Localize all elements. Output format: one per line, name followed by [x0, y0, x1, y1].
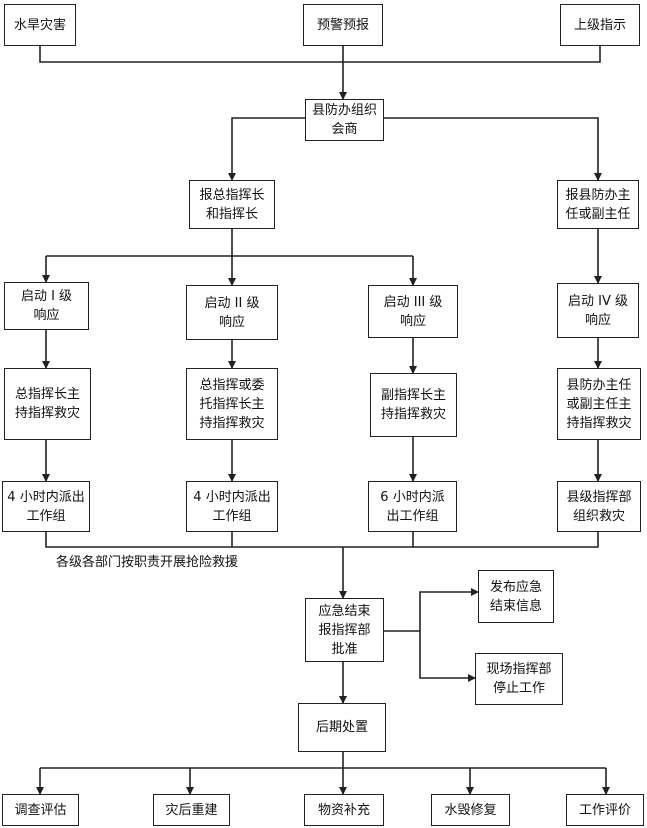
edge-team3-merge [343, 532, 414, 548]
node-rebuild: 灾后重建 [153, 794, 230, 826]
node-command-4: 县防办主任 或副主任主 持指挥救灾 [557, 368, 641, 440]
edge-branch-publish [419, 588, 479, 631]
edge-branch-stop [419, 631, 476, 682]
node-consult: 县防办组织 会商 [305, 99, 384, 141]
edge-consult-chief [228, 117, 305, 181]
node-evaluation: 工作评价 [566, 794, 644, 826]
node-level-2: 启动 II 级 响应 [186, 285, 278, 340]
node-command-1: 总指挥长主 持指挥救灾 [4, 368, 91, 440]
node-level-4: 启动 IV 级 响应 [557, 283, 639, 338]
node-superior: 上级指示 [560, 4, 640, 46]
node-supplies: 物资补充 [304, 794, 384, 826]
node-survey: 调查评估 [2, 794, 79, 826]
node-publish-end: 发布应急 结束信息 [478, 570, 554, 623]
node-team-2: 4 小时内派出 工作组 [186, 481, 278, 532]
node-level-1: 启动 I 级 响应 [4, 282, 89, 330]
edge-consult-director [384, 117, 602, 181]
edge-team4-merge [413, 532, 599, 548]
node-command-3: 副指挥长主 持指挥救灾 [370, 373, 457, 437]
edge-superior-merge [343, 46, 601, 63]
node-team-4: 县级指挥部 组织救灾 [557, 481, 641, 532]
node-repair: 水毁修复 [431, 794, 510, 826]
rescue-label: 各级各部门按职责开展抢险救援 [56, 555, 239, 570]
node-command-2: 总指挥或委 托指挥长主 持指挥救灾 [186, 368, 278, 440]
node-end-approval: 应急结束 报指挥部 批准 [305, 598, 384, 662]
node-aftermath: 后期处置 [298, 703, 386, 752]
node-disaster: 水旱灾害 [4, 4, 76, 46]
node-report-director: 报县防办主 任或副主任 [557, 180, 639, 229]
node-team-3: 6 小时内派 出工作组 [368, 481, 457, 532]
node-team-1: 4 小时内派出 工作组 [2, 481, 90, 532]
node-level-3: 启动 III 级 响应 [368, 285, 458, 338]
node-stop-site: 现场指挥部 停止工作 [475, 653, 563, 705]
edge-team1-merge [45, 532, 343, 548]
node-forecast: 预警预报 [303, 4, 383, 46]
node-report-chief: 报总指挥长 和指挥长 [189, 180, 275, 229]
edge-disaster-merge [39, 46, 343, 63]
